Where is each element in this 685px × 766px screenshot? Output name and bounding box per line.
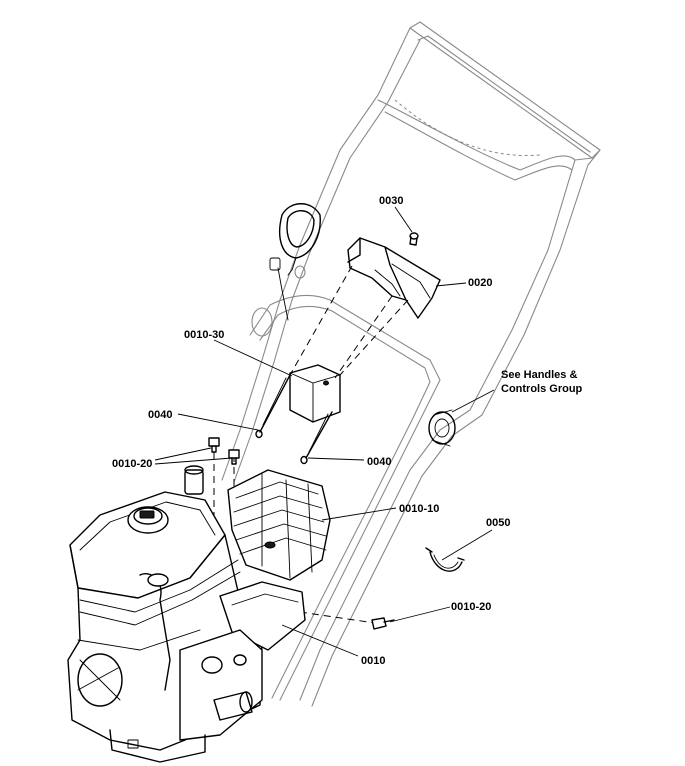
part-0040-long-screws <box>255 374 333 465</box>
part-0010-20-bolts <box>208 437 395 630</box>
label-0040-lower: 0040 <box>367 456 391 468</box>
label-0010-10: 0010-10 <box>399 503 439 515</box>
label-see-handles-line1: See Handles & <box>501 369 577 381</box>
leader-lines <box>154 206 495 657</box>
part-0050-clip <box>425 547 465 572</box>
chute-control-knob <box>269 203 321 321</box>
label-0010-20-right: 0010-20 <box>451 601 491 613</box>
engine <box>67 465 331 763</box>
callout-labels: 0030 0020 0010-30 See Handles & Controls… <box>112 195 583 667</box>
label-0040-upper: 0040 <box>148 409 172 421</box>
label-0010-30: 0010-30 <box>184 329 224 341</box>
part-0020-cover <box>347 237 441 319</box>
part-0030-screw <box>409 232 419 246</box>
part-0010-30-box <box>289 364 341 423</box>
alignment-lines <box>213 265 409 625</box>
handle-knob <box>428 409 456 447</box>
label-0050: 0050 <box>486 517 510 529</box>
label-0020: 0020 <box>468 277 492 289</box>
label-0010: 0010 <box>361 655 385 667</box>
label-0030: 0030 <box>379 195 403 207</box>
label-0010-20-left: 0010-20 <box>112 458 152 470</box>
label-see-handles-line2: Controls Group <box>501 383 583 395</box>
